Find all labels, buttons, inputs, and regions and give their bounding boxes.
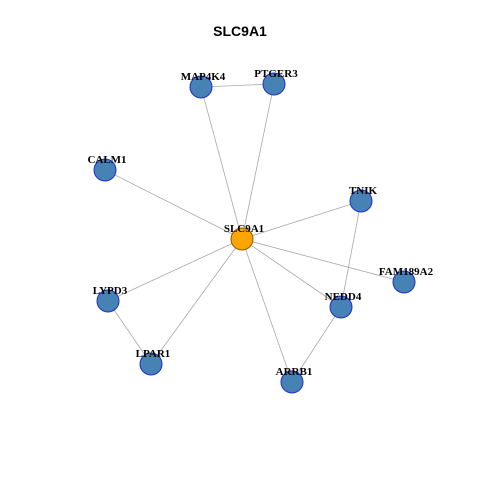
edge-map4k4-ptger3 [200, 83, 275, 88]
node-calm1 [93, 158, 117, 182]
node-label-map4k4: MAP4K4 [181, 71, 226, 83]
edge-nedd4-arrb1 [291, 306, 342, 383]
node-label-lpar1: LPAR1 [136, 348, 171, 360]
node-slc9a1 [230, 227, 254, 251]
node-label-arrb1: ARRB1 [276, 366, 313, 378]
edge-slc9a1-lypd3 [107, 238, 243, 302]
node-tnik [349, 189, 373, 213]
node-label-tnik: TNIK [349, 185, 378, 197]
edge-slc9a1-tnik [241, 200, 362, 240]
diagram-title: SLC9A1 [213, 23, 267, 39]
edges-layer [104, 83, 405, 383]
edge-slc9a1-lpar1 [150, 238, 243, 365]
edge-slc9a1-fam189a2 [241, 238, 405, 283]
node-ptger3 [262, 72, 286, 96]
node-label-nedd4: NEDD4 [325, 291, 362, 303]
edge-slc9a1-calm1 [104, 169, 243, 240]
edge-slc9a1-nedd4 [241, 238, 342, 308]
node-label-calm1: CALM1 [87, 154, 126, 166]
node-label-ptger3: PTGER3 [254, 68, 298, 80]
edge-slc9a1-map4k4 [200, 86, 243, 240]
edge-slc9a1-arrb1 [241, 238, 293, 383]
node-label-lypd3: LYPD3 [93, 285, 128, 297]
nodes-layer [93, 72, 416, 394]
node-lpar1 [139, 352, 163, 376]
node-lypd3 [96, 289, 120, 313]
node-fam189a2 [392, 270, 416, 294]
node-label-slc9a1: SLC9A1 [224, 223, 264, 235]
node-map4k4 [189, 75, 213, 99]
edge-lypd3-lpar1 [107, 300, 152, 365]
node-arrb1 [280, 370, 304, 394]
node-nedd4 [329, 295, 353, 319]
edge-tnik-nedd4 [340, 200, 362, 308]
node-label-fam189a2: FAM189A2 [379, 266, 434, 278]
edge-slc9a1-ptger3 [241, 83, 275, 240]
